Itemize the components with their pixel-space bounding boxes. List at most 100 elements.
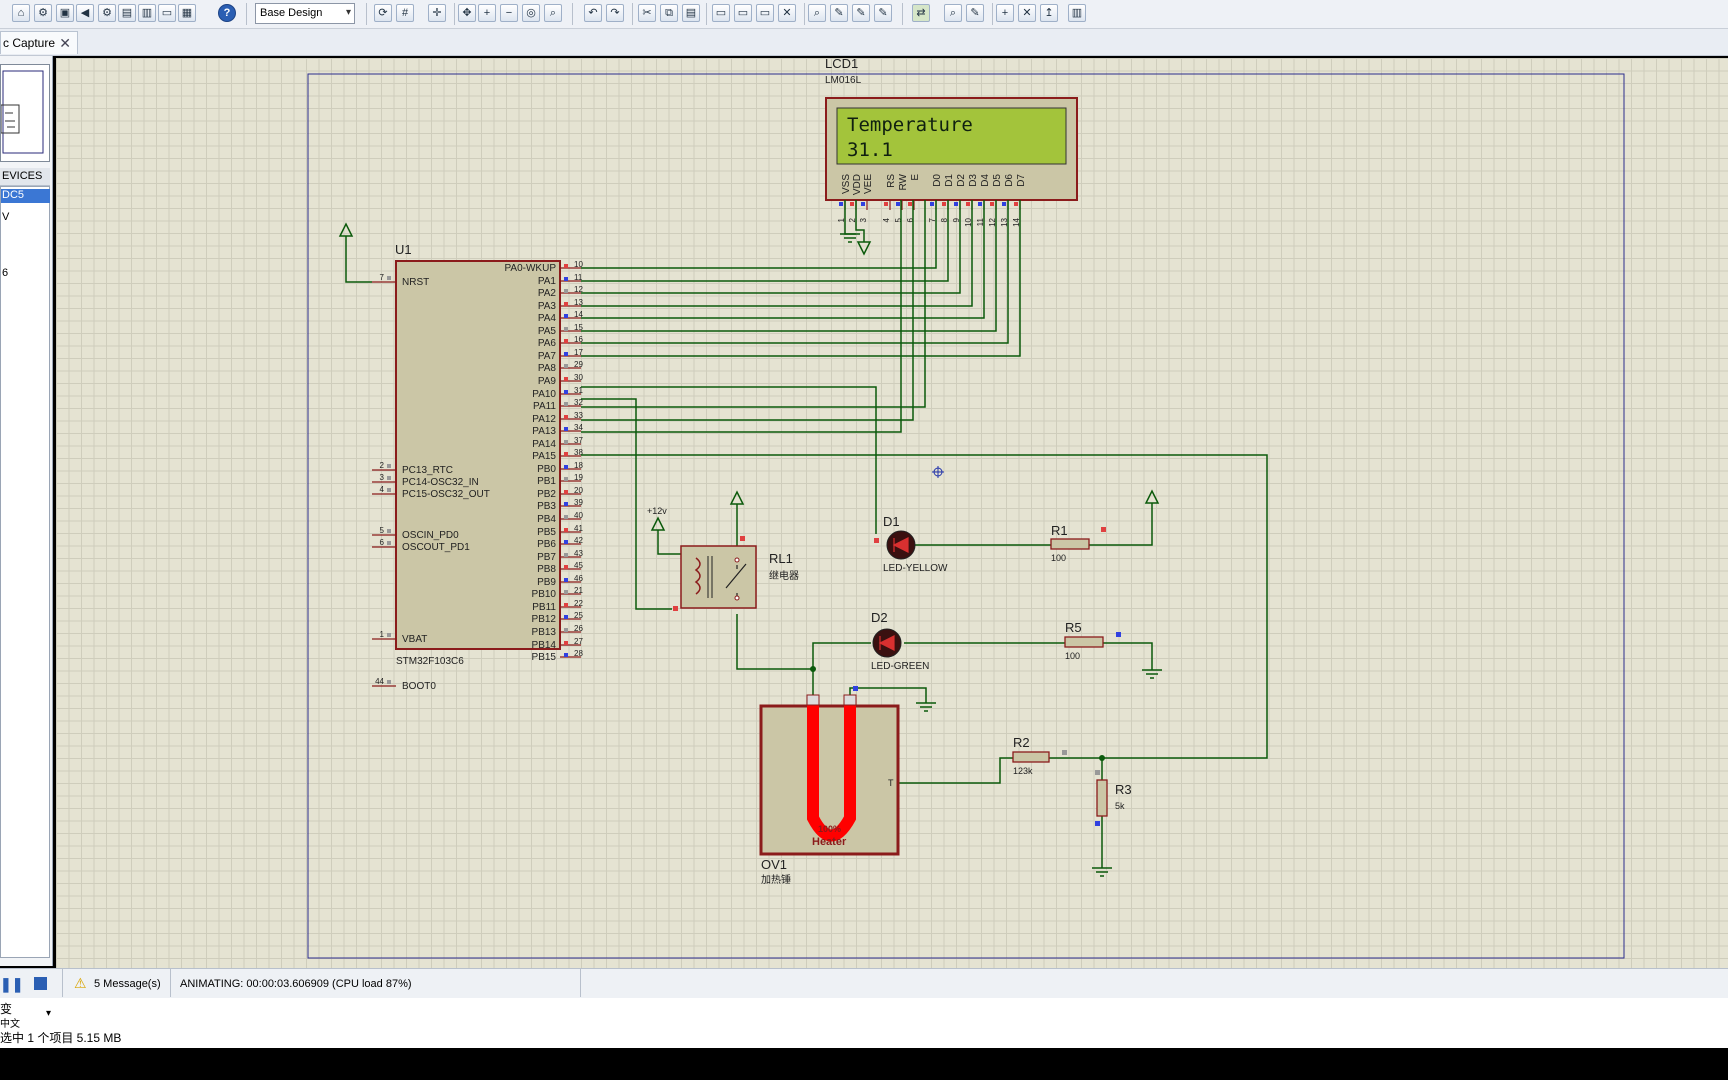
relay-rl1[interactable]: RL1 继电器 — [680, 545, 799, 609]
overview-window[interactable] — [0, 64, 50, 162]
wire-autorouter-icon[interactable]: ⇄ — [912, 4, 930, 22]
schematic-icon[interactable]: ⚙ — [34, 4, 52, 22]
undo-icon[interactable]: ↶ — [584, 4, 602, 22]
zoom-in-icon[interactable]: + — [478, 4, 496, 22]
back-icon[interactable]: ◀ — [76, 4, 94, 22]
lcd-pin-number: 6 — [906, 217, 915, 222]
property-tool-icon[interactable]: ✎ — [966, 4, 984, 22]
mcu-ref: U1 — [395, 242, 412, 257]
remove-sheet-icon[interactable]: ✕ — [1018, 4, 1036, 22]
design-variant-select[interactable]: Base Design ▾ — [255, 3, 355, 24]
led-d1[interactable]: D1 LED-YELLOW — [883, 514, 948, 574]
oven-t-pin: T — [888, 778, 894, 788]
paste-icon[interactable]: ▤ — [682, 4, 700, 22]
document-icon[interactable]: ▦ — [178, 4, 196, 22]
source-icon[interactable]: ▥ — [138, 4, 156, 22]
exit-parent-icon[interactable]: ↥ — [1040, 4, 1058, 22]
redo-icon[interactable]: ↷ — [606, 4, 624, 22]
mcu-pin-number: 32 — [574, 398, 583, 407]
lcd-pin-number: 10 — [964, 217, 973, 226]
chevron-down-icon: ▾ — [345, 7, 351, 18]
new-sheet-icon[interactable]: + — [996, 4, 1014, 22]
mcu-pin-number: 4 — [380, 485, 385, 494]
list-item[interactable]: V — [2, 211, 10, 223]
script-icon[interactable]: ▭ — [158, 4, 176, 22]
search-icon[interactable]: ⌕ — [944, 4, 962, 22]
mcu-pin-number: 33 — [574, 411, 583, 420]
bom-icon[interactable]: ▤ — [118, 4, 136, 22]
r3-ref: R3 — [1115, 782, 1132, 797]
messages-count[interactable]: 5 Message(s) — [94, 978, 161, 990]
lcd-line2: 31.1 — [847, 139, 893, 161]
mcu-pin-state — [387, 529, 391, 533]
block-delete-icon[interactable]: ✕ — [778, 4, 796, 22]
led-d2[interactable]: D2 LED-GREEN — [871, 610, 929, 672]
pause-icon[interactable]: ❚❚ — [0, 976, 24, 992]
mcu-pin-number: 42 — [574, 536, 583, 545]
copy-icon[interactable]: ⧉ — [660, 4, 678, 22]
gerber-icon[interactable]: ⚙ — [98, 4, 116, 22]
cut-icon[interactable]: ✂ — [638, 4, 656, 22]
zoom-all-icon[interactable]: ◎ — [522, 4, 540, 22]
ground-terminal — [840, 233, 860, 243]
refresh-icon[interactable]: ⟳ — [374, 4, 392, 22]
oven-part: 加热锤 — [761, 873, 791, 886]
oven-ov1[interactable]: 100% Heater T OV1 加热锤 — [759, 694, 900, 886]
taskbar-area — [0, 1048, 1728, 1080]
mcu-pin-label: PC14-OSC32_IN — [402, 477, 479, 488]
mcu-pin-number: 10 — [574, 260, 583, 269]
block-copy-icon[interactable]: ▭ — [712, 4, 730, 22]
stop-icon[interactable] — [34, 977, 47, 990]
lcd1[interactable]: LCD1 LM016L Temperature 31.1 VSS1VDD2VEE… — [825, 58, 1078, 227]
pan-icon[interactable]: ✥ — [458, 4, 476, 22]
r3-value: 5k — [1115, 801, 1125, 811]
block-rotate-icon[interactable]: ▭ — [756, 4, 774, 22]
chevron-down-icon[interactable]: ▾ — [46, 1008, 52, 1019]
pick-device-icon[interactable]: ⌕ — [808, 4, 826, 22]
resistor-r2[interactable]: R2 123k — [1012, 735, 1050, 776]
lcd-pin-state — [850, 202, 854, 206]
mcu-pin-label: PB3 — [537, 501, 556, 512]
list-item[interactable]: DC5 — [1, 189, 50, 203]
zoom-area-icon[interactable]: ⌕ — [544, 4, 562, 22]
make-device-icon[interactable]: ✎ — [830, 4, 848, 22]
mcu-pin-state — [387, 541, 391, 545]
pcb-icon[interactable]: ▣ — [56, 4, 74, 22]
ground-terminal — [916, 702, 936, 712]
mcu-pin-state — [564, 339, 568, 343]
lcd-pin-state — [1014, 202, 1018, 206]
resistor-r3[interactable]: R3 5k — [1096, 779, 1132, 817]
lcd-part: LM016L — [825, 75, 862, 86]
mcu-pin-number: 34 — [574, 423, 583, 432]
tab-schematic-capture[interactable]: c Capture ✕ — [0, 31, 78, 54]
pin-states — [673, 527, 1121, 826]
grid-icon[interactable]: # — [396, 4, 414, 22]
zoom-out-icon[interactable]: − — [500, 4, 518, 22]
lcd-pin-label: D4 — [980, 174, 991, 187]
mcu-pin-number: 18 — [574, 461, 583, 470]
netlist-icon[interactable]: ▥ — [1068, 4, 1086, 22]
lcd-pin-number: 12 — [988, 217, 997, 226]
resistor-r5[interactable]: R5 100 — [1064, 620, 1104, 661]
lcd-screen — [836, 107, 1067, 165]
mcu-pin-label: PA6 — [538, 338, 557, 349]
power-terminal — [338, 222, 354, 237]
help-icon[interactable]: ? — [218, 4, 236, 22]
origin-icon[interactable]: ✛ — [428, 4, 446, 22]
list-item[interactable]: 6 — [2, 267, 9, 279]
lcd-pin-number: 8 — [940, 217, 949, 222]
decompose-icon[interactable]: ✎ — [874, 4, 892, 22]
resistor-r1[interactable]: R1 100 — [1050, 523, 1090, 563]
mcu-pin-label: PB0 — [537, 464, 556, 475]
block-move-icon[interactable]: ▭ — [734, 4, 752, 22]
mcu-pin-state — [564, 415, 568, 419]
home-icon[interactable]: ⌂ — [12, 4, 30, 22]
devices-list: DC5 V 6 — [0, 186, 50, 958]
mcu-pin-number: 20 — [574, 486, 583, 495]
mcu-pin-label: PA3 — [538, 301, 557, 312]
close-icon[interactable]: ✕ — [59, 35, 71, 51]
package-tool-icon[interactable]: ✎ — [852, 4, 870, 22]
mcu-pin-state — [564, 515, 568, 519]
